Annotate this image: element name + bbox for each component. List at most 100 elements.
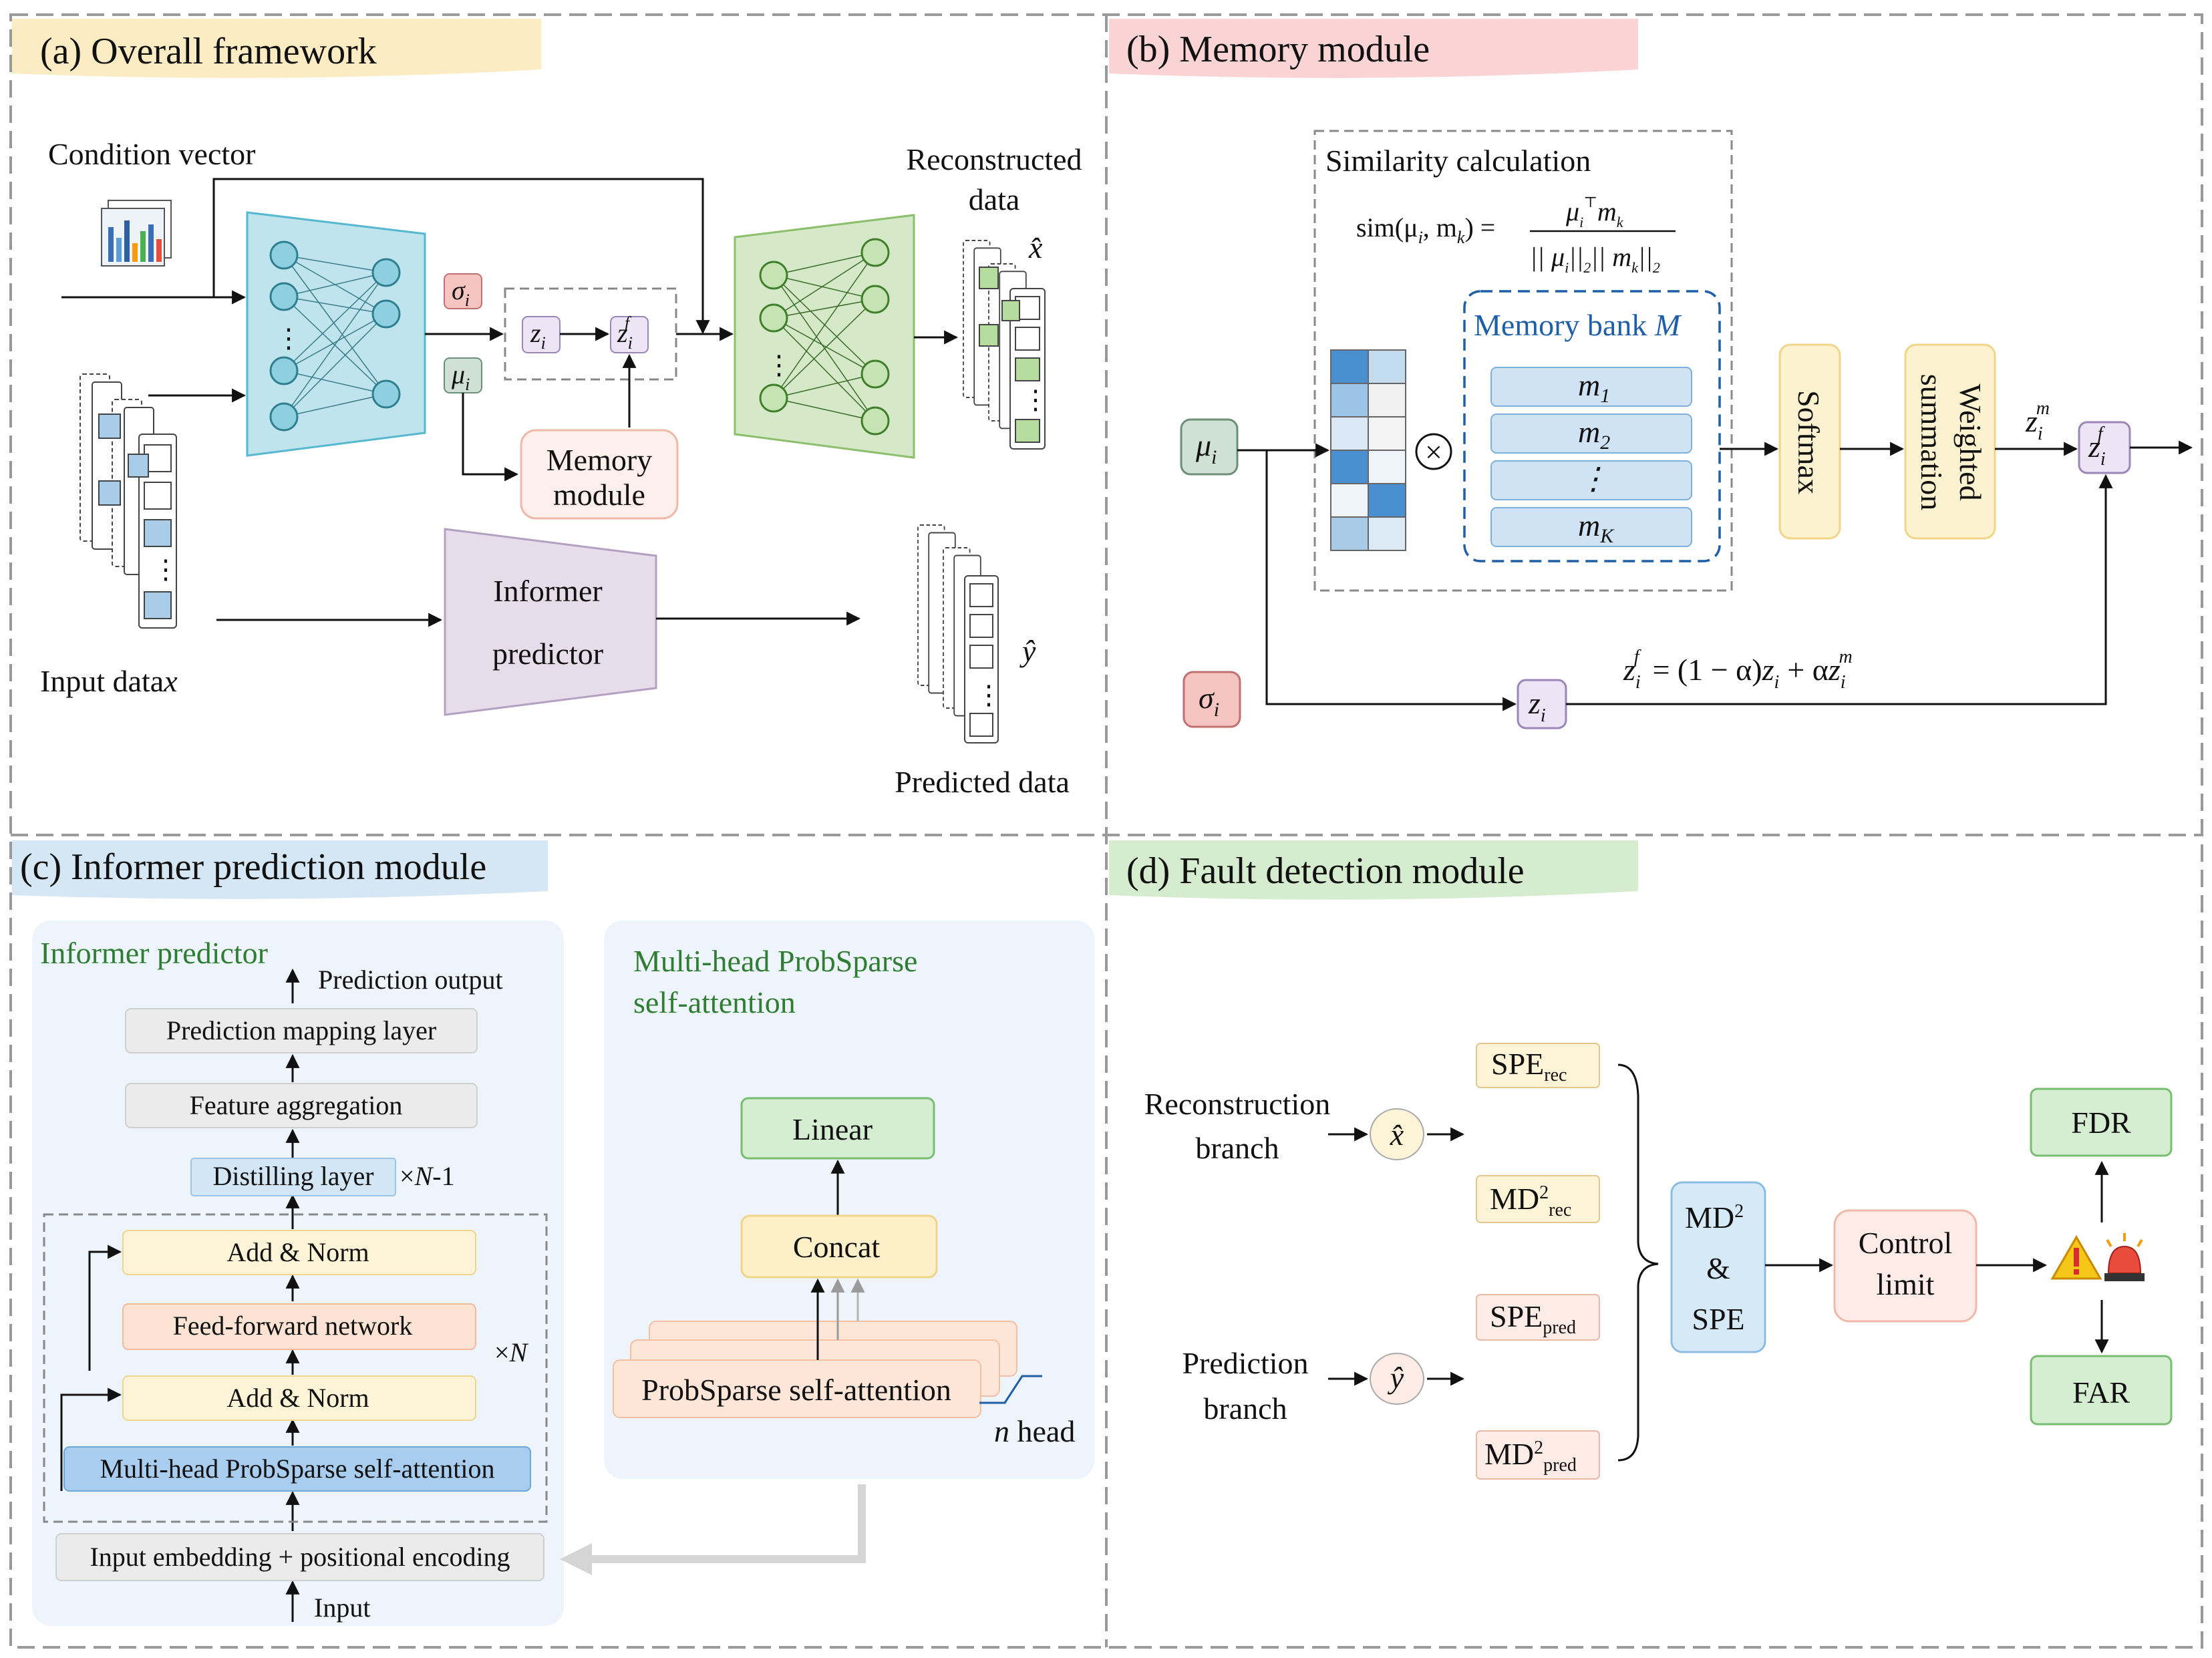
- svg-text:Multi-head ProbSparse self-att: Multi-head ProbSparse self-attention: [100, 1454, 495, 1484]
- panel-b-title-bg: [1109, 19, 1638, 78]
- similarity-box: [1313, 130, 1733, 592]
- svg-text:module: module: [553, 478, 645, 512]
- similarity-formula: sim(μi, mk) = μi⊤mk || μi||2|| mk||2: [1356, 194, 1676, 276]
- detail-connector: [560, 1484, 866, 1575]
- svg-text:⋮: ⋮: [975, 680, 1002, 710]
- svg-text:branch: branch: [1195, 1131, 1279, 1165]
- matrix-cell: [1330, 416, 1369, 451]
- panel-a: (a) Overall framework Condition vector: [12, 19, 1082, 799]
- panel-borders: [9, 13, 2203, 1649]
- encoder-network: ⋮: [246, 211, 426, 457]
- memory-bank-item-label: m2: [1578, 415, 1610, 454]
- svg-text:ProbSparse self-attention: ProbSparse self-attention: [641, 1373, 951, 1407]
- svg-text:Memory bank M: Memory bank M: [1474, 308, 1682, 342]
- input-ellipsis: ⋮: [152, 554, 179, 585]
- reconstructed-data-label: Reconstructed: [906, 142, 1082, 176]
- svg-text:MD2rec: MD2rec: [1490, 1182, 1571, 1220]
- svg-text:×: ×: [1425, 435, 1442, 469]
- x-hat-circle: x̂: [1370, 1108, 1424, 1160]
- svg-text:μi: μi: [1195, 428, 1217, 468]
- svg-text:predictor: predictor: [492, 637, 603, 671]
- svg-text:SPErec: SPErec: [1491, 1047, 1567, 1086]
- zf-box: zif: [2078, 421, 2131, 474]
- svg-text:⋮: ⋮: [1022, 385, 1049, 415]
- panel-a-title-bg: [12, 19, 541, 78]
- right-brace: [1617, 1063, 1659, 1462]
- zf-box: zif: [610, 313, 649, 353]
- svg-text:limit: limit: [1877, 1267, 1935, 1301]
- md-spe-combo-box: MD2 & SPE: [1670, 1181, 1766, 1353]
- svg-text:data: data: [969, 182, 1020, 216]
- memory-bank-item: [1490, 507, 1692, 547]
- svg-text:Linear: Linear: [792, 1112, 873, 1146]
- informer-predictor-box: Informer predictor: [444, 528, 657, 716]
- decoder-ellipsis: ⋮: [766, 350, 792, 380]
- fdr-box: FDR: [2030, 1088, 2173, 1157]
- sigma-box: σi: [444, 273, 482, 310]
- svg-text:×N-1: ×N-1: [400, 1161, 455, 1191]
- panel-d: (d) Fault detection module Reconstructio…: [1109, 840, 2173, 1480]
- latent-dashed-box: [504, 287, 677, 381]
- svg-text:summation: summation: [1915, 374, 1949, 510]
- repeat-n-label: ×N: [494, 1337, 529, 1367]
- prediction-output-label: Prediction output: [318, 965, 503, 995]
- svg-text:FDR: FDR: [2071, 1106, 2131, 1140]
- matrix-cell: [1330, 383, 1369, 418]
- concat-box: Concat: [740, 1214, 938, 1279]
- svg-text:ŷ: ŷ: [1388, 1361, 1404, 1395]
- far-box: FAR: [2030, 1355, 2173, 1426]
- sigma-box: σi: [1182, 671, 1241, 728]
- md-rec-box: MD2rec: [1476, 1175, 1600, 1223]
- panel-c-title: (c) Informer prediction module: [20, 846, 486, 888]
- mu-box: μi: [1180, 418, 1239, 476]
- mhpsa-layer: Multi-head ProbSparse self-attention: [63, 1446, 531, 1492]
- mu-box: μi: [444, 357, 482, 394]
- svg-text:|| μi||2|| mk||2: || μi||2|| mk||2: [1530, 242, 1660, 276]
- similarity-title: Similarity calculation: [1325, 144, 1591, 178]
- svg-text:Memory: Memory: [546, 443, 652, 477]
- alarm-siren-icon: [2104, 1233, 2145, 1281]
- weighted-summation-box: Weighted summation: [1904, 343, 1996, 540]
- svg-text:FAR: FAR: [2072, 1375, 2130, 1410]
- svg-text:zif: zif: [2088, 424, 2106, 470]
- svg-text:zif: zif: [617, 313, 633, 353]
- svg-text:Feed-forward network: Feed-forward network: [173, 1311, 413, 1341]
- matrix-cell: [1368, 416, 1406, 451]
- z-box: zi: [1517, 679, 1567, 729]
- svg-text:SPE: SPE: [1692, 1302, 1744, 1336]
- memory-bank-item-label: ⋮: [1578, 462, 1609, 496]
- reconstructed-data-stack: ⋮: [963, 240, 1049, 450]
- svg-text:Input embedding + positional e: Input embedding + positional encoding: [90, 1542, 510, 1572]
- matrix-cell: [1330, 483, 1369, 518]
- probsparse-stack: ProbSparse self-attention: [613, 1321, 1017, 1418]
- svg-text:MD2pred: MD2pred: [1484, 1437, 1577, 1476]
- svg-text:Prediction mapping layer: Prediction mapping layer: [166, 1015, 436, 1045]
- svg-text:Weighted: Weighted: [1953, 383, 1988, 500]
- linear-box: Linear: [740, 1097, 935, 1160]
- memory-bank-item-label: mK: [1578, 508, 1615, 547]
- decoder-network: ⋮: [734, 214, 915, 459]
- y-hat-symbol: ŷ: [1019, 634, 1036, 668]
- update-formula: zif= (1 − α)zi+ αzim: [1623, 647, 1853, 693]
- svg-text:Control: Control: [1859, 1226, 1953, 1260]
- md-pred-box: MD2pred: [1476, 1430, 1600, 1480]
- matrix-cell: [1330, 516, 1369, 551]
- softmax-box: Softmax: [1778, 343, 1841, 540]
- similarity-matrix: [1330, 349, 1406, 551]
- memory-bank-item: [1490, 367, 1692, 407]
- input-embedding-layer: Input embedding + positional encoding: [55, 1533, 544, 1581]
- panel-d-title: (d) Fault detection module: [1126, 850, 1525, 892]
- matrix-cell: [1368, 349, 1406, 384]
- svg-text:Distilling layer: Distilling layer: [212, 1161, 373, 1191]
- y-hat-circle: ŷ: [1370, 1353, 1424, 1405]
- spe-rec-box: SPErec: [1476, 1043, 1600, 1088]
- svg-text:σi: σi: [452, 275, 470, 310]
- panel-c: (c) Informer prediction module Informer …: [12, 840, 1094, 1626]
- prediction-branch-label: Prediction: [1182, 1346, 1308, 1380]
- svg-text:branch: branch: [1203, 1391, 1287, 1426]
- matrix-cell: [1368, 483, 1406, 518]
- memory-bank-item: [1490, 413, 1692, 454]
- spe-pred-box: SPEpred: [1476, 1294, 1600, 1341]
- input-label: Input: [314, 1593, 370, 1623]
